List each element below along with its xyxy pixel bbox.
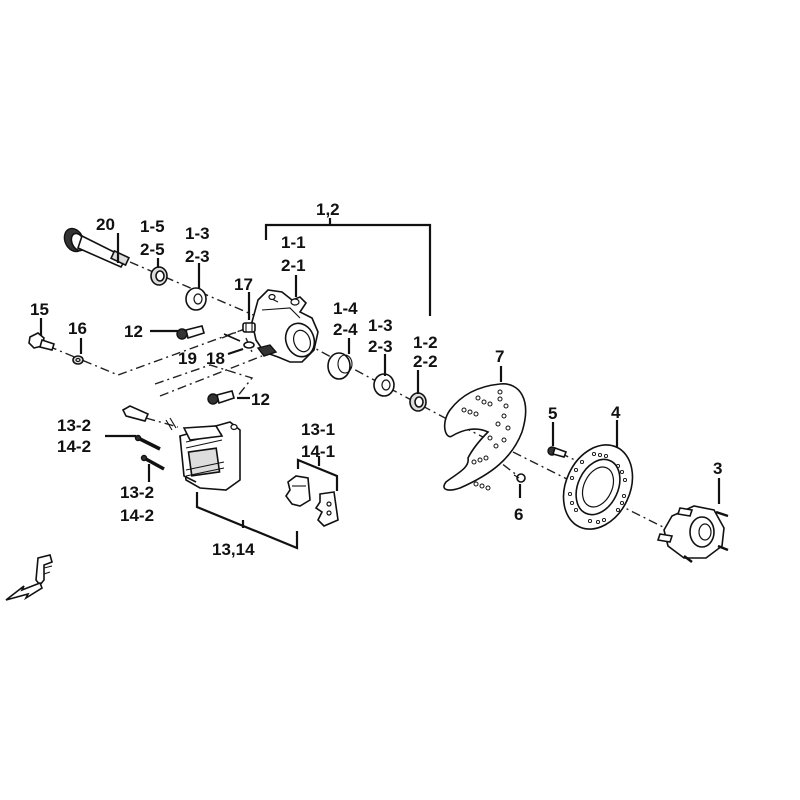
drive-shaft-part-20 [63, 227, 131, 269]
label-13-14: 13,14 [212, 540, 255, 559]
bearing-part-1-3-left [185, 287, 207, 311]
pad-pin-part-13-2-lower [140, 454, 165, 471]
label-1-1: 1-1 [281, 233, 306, 252]
label-1-2-seal: 1-2 [413, 333, 438, 352]
label-13-2-upper: 13-2 [57, 416, 91, 435]
pad-pin-part-13-2-upper [134, 434, 161, 451]
label-16: 16 [68, 319, 87, 338]
label-1-4: 1-4 [333, 299, 358, 318]
front-arrow-icon [5, 554, 53, 601]
washer-part-18 [243, 341, 255, 349]
label-2-2-seal: 2-2 [413, 352, 438, 371]
label-17: 17 [234, 275, 253, 294]
label-13-1: 13-1 [301, 420, 335, 439]
cotter-pin-part-19 [223, 333, 241, 342]
label-2-4: 2-4 [333, 320, 358, 339]
disc-guard-plate-part-7 [443, 383, 527, 491]
label-20: 20 [96, 215, 115, 234]
label-15: 15 [30, 300, 49, 319]
label-7: 7 [495, 347, 504, 366]
label-12-upper: 12 [124, 322, 143, 341]
label-13-2-lower: 13-2 [120, 483, 154, 502]
leader-lines [39, 218, 721, 550]
bolt-part-15 [28, 332, 56, 351]
label-1-3-left: 1-3 [185, 224, 210, 243]
bolt-part-12-lower [207, 390, 235, 405]
label-5: 5 [548, 404, 557, 423]
label-2-1: 2-1 [281, 256, 306, 275]
label-2-3-right: 2-3 [368, 337, 393, 356]
brake-caliper-part-13-14 [121, 405, 241, 491]
steering-knuckle-part-1-1 [251, 289, 319, 363]
label-14-2-lower: 14-2 [120, 506, 154, 525]
label-1-5: 1-5 [140, 217, 165, 236]
spacer-part-1-4 [327, 352, 353, 380]
label-12-lower: 12 [251, 390, 270, 409]
label-4: 4 [611, 403, 621, 422]
disc-bolt-part-5 [547, 446, 568, 458]
label-19: 19 [178, 349, 197, 368]
brake-disc-part-4 [562, 444, 634, 530]
label-14-1: 14-1 [301, 442, 335, 461]
label-1-2-assembly: 1,2 [316, 200, 340, 219]
oil-seal-part-1-5 [150, 266, 168, 286]
bearing-part-1-3-right [373, 373, 395, 397]
label-18: 18 [206, 349, 225, 368]
label-1-3-right: 1-3 [368, 316, 393, 335]
label-3: 3 [713, 459, 722, 478]
label-2-3-left: 2-3 [185, 247, 210, 266]
bolt-part-12-upper [176, 325, 205, 340]
label-6: 6 [514, 505, 523, 524]
washer-part-16 [72, 355, 84, 365]
oil-seal-part-1-2 [409, 392, 427, 412]
label-2-5: 2-5 [140, 240, 165, 259]
label-14-2-upper: 14-2 [57, 437, 91, 456]
brake-pads-part-13-1 [285, 475, 339, 527]
castle-nut-part-17 [242, 322, 256, 333]
part-labels: 1,2 1-1 2-1 20 1-5 2-5 1-3 2-3 17 15 16 … [30, 200, 722, 559]
screw-part-6 [513, 473, 526, 483]
wheel-hub-part-3 [656, 505, 729, 563]
